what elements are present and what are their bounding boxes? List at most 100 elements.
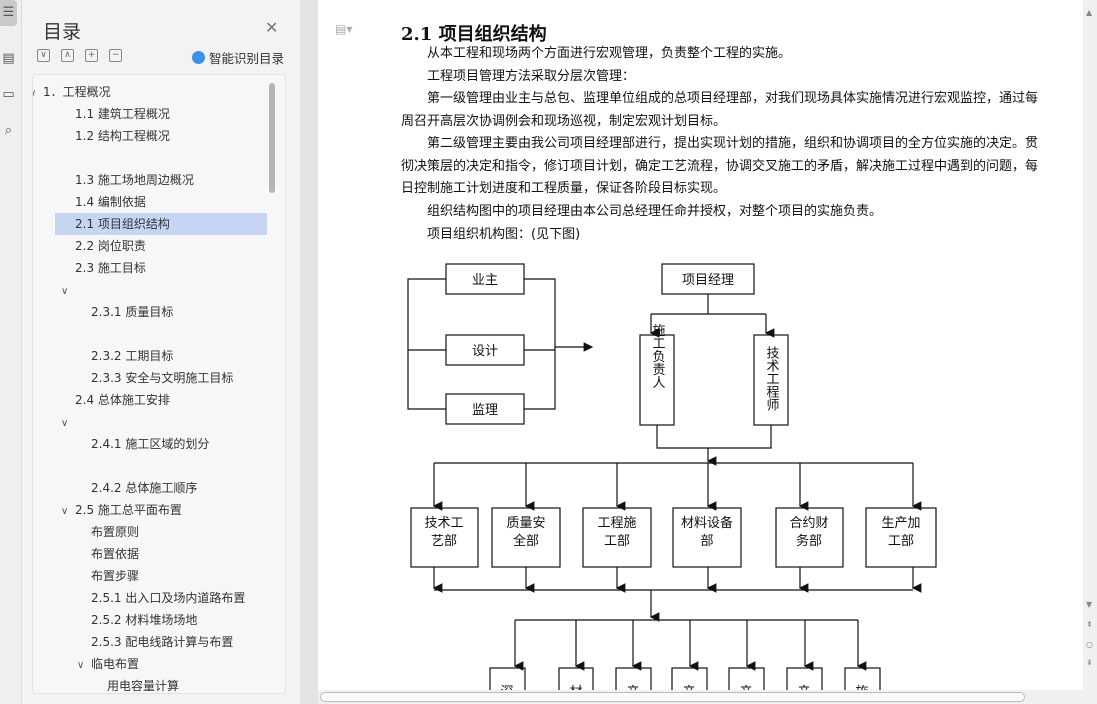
document-page: ▤▾ 2.1 项目组织结构 从本工程和现场两个方面进行宏观管理，负责整个工程的实… — [318, 0, 1083, 690]
org-department: 生产加 — [881, 516, 920, 531]
org-department: 质量安 — [506, 516, 545, 531]
toc-item[interactable]: 2.3 施工目标 — [75, 257, 146, 279]
toc-item[interactable]: ∨ 临电布置 — [77, 653, 139, 675]
left-icon-strip: ☰ ▤ ▭ ⌕ — [0, 0, 22, 704]
scrollbar-thumb[interactable] — [320, 692, 1025, 702]
toc-item-label: 2.2 岗位职责 — [75, 239, 146, 253]
org-sub-unit: 产 — [626, 685, 639, 690]
toc-item-label: 1.1 建筑工程概况 — [75, 107, 170, 121]
toc-item-label: 2.4.1 施工区域的划分 — [91, 437, 210, 451]
doc-outline-icon[interactable]: ▤▾ — [335, 22, 353, 36]
org-sub-unit: 材 — [569, 685, 582, 690]
toc-item[interactable]: 布置步骤 — [91, 565, 139, 587]
toc-item[interactable]: 布置原则 — [91, 521, 139, 543]
chevron-down-icon[interactable]: ∨ — [61, 506, 69, 517]
toc-item-label: 2.3.2 工期目标 — [91, 349, 174, 363]
org-department: 艺部 — [431, 534, 457, 549]
org-sub-unit: 产 — [739, 685, 752, 690]
toc-item[interactable]: 2.3.3 安全与文明施工目标 — [91, 367, 233, 389]
toc-item-label: 1.3 施工场地周边概况 — [75, 173, 194, 187]
toc-list: ∨1．工程概况 1.1 建筑工程概况 1.2 结构工程概况 1.3 施工场地周边概况 1… — [32, 74, 286, 694]
ai-icon — [192, 51, 205, 64]
toc-item[interactable]: 2.4.1 施工区域的划分 — [91, 433, 209, 455]
toc-scrollbar[interactable] — [269, 83, 275, 193]
org-owner: 业主 — [472, 273, 498, 288]
toc-item[interactable]: 用电容量计算 — [107, 675, 180, 693]
toc-item[interactable]: 2.5.2 材料堆场场地 — [91, 609, 197, 631]
list-icon[interactable]: ☰ — [0, 0, 17, 26]
smart-toc-button[interactable]: 智能识别目录 — [192, 48, 284, 67]
toc-item[interactable]: 2.4.2 总体施工顺序 — [91, 477, 197, 499]
org-project-manager: 项目经理 — [682, 273, 734, 288]
section-heading: 2.1 项目组织结构 — [401, 24, 547, 45]
toc-item[interactable]: 2.1 项目组织结构 — [55, 213, 267, 235]
find-icon[interactable]: ⌕ — [4, 123, 13, 138]
toc-item-label: 布置步骤 — [91, 569, 140, 583]
toc-item-label: 2.3.3 安全与文明施工目标 — [91, 371, 234, 385]
chevron-down-icon[interactable]: ∨ — [61, 286, 69, 297]
toc-item[interactable]: 1.4 编制依据 — [75, 191, 146, 213]
toc-item-label: 2.3 施工目标 — [75, 261, 146, 275]
toc-item[interactable]: 2.2 岗位职责 — [75, 235, 146, 257]
paragraph: 组织结构图中的项目经理由本公司总经理任命并授权，对整个项目的实施负责。 — [427, 204, 883, 219]
org-department: 工部 — [604, 534, 630, 549]
toc-item-label: 2.4 总体施工安排 — [75, 393, 170, 407]
toc-item[interactable]: ∨ 2.5 施工总平面布置 — [61, 499, 182, 521]
toc-item[interactable]: ∨ — [61, 279, 75, 301]
toc-item[interactable]: ∨ — [61, 411, 75, 433]
org-department: 合约财 — [789, 516, 828, 531]
toc-item-label: 布置原则 — [91, 525, 140, 539]
toc-item[interactable]: 布置依据 — [91, 543, 139, 565]
toc-item-label: 布置依据 — [91, 547, 140, 561]
org-tech-engineer: 技术工程师 — [764, 346, 780, 411]
remove-level-button[interactable]: − — [109, 49, 122, 62]
toc-item-label: 2.5.3 配电线路计算与布置 — [91, 635, 234, 649]
org-sub-unit: 产 — [682, 685, 695, 690]
horizontal-scrollbar[interactable] — [318, 690, 1083, 704]
org-department: 工程施 — [597, 516, 636, 531]
org-sub-unit: 深 — [500, 685, 513, 690]
toc-item[interactable]: 1.1 建筑工程概况 — [75, 103, 170, 125]
toc-item-label: 2.5 施工总平面布置 — [75, 503, 182, 517]
toc-item[interactable]: 1.2 结构工程概况 — [75, 125, 170, 147]
toc-item-label: 临电布置 — [91, 657, 140, 671]
toc-item-label: 2.5.2 材料堆场场地 — [91, 613, 198, 627]
paragraph: 从本工程和现场两个方面进行宏观管理，负责整个工程的实施。 — [427, 46, 792, 61]
chevron-down-icon[interactable]: ∨ — [77, 660, 85, 671]
chevron-down-icon[interactable]: ∨ — [33, 83, 43, 105]
paragraph: 工程项目管理方法采取分层次管理： — [427, 69, 636, 84]
comment-icon[interactable]: ▭ — [2, 87, 15, 102]
paragraph: 项目组织机构图：(见下图) — [427, 227, 581, 242]
toc-item[interactable]: 2.5.1 出入口及场内道路布置 — [91, 587, 245, 609]
collapse-all-button[interactable]: ∧ — [61, 49, 74, 62]
toc-item-label: 用电容量计算 — [107, 679, 180, 693]
org-department: 全部 — [513, 533, 539, 549]
close-icon[interactable]: ✕ — [265, 18, 279, 37]
toc-item[interactable]: 1.3 施工场地周边概况 — [75, 169, 194, 191]
document-icon[interactable]: ▤ — [2, 51, 15, 66]
toc-item-label: 2.3.1 质量目标 — [91, 305, 174, 319]
org-design: 设计 — [472, 344, 498, 359]
smart-toc-label: 智能识别目录 — [209, 51, 285, 66]
chevron-down-icon[interactable]: ∨ — [61, 418, 69, 429]
toc-title: 目录 — [43, 21, 82, 43]
org-supervision: 监理 — [472, 403, 498, 418]
org-department: 技术工 — [424, 516, 463, 531]
org-department: 材料设备 — [681, 515, 733, 531]
expand-all-button[interactable]: ∨ — [37, 49, 50, 62]
toc-item[interactable]: 2.4 总体施工安排 — [75, 389, 170, 411]
toc-item-label: 2.4.2 总体施工顺序 — [91, 481, 198, 495]
org-construction-lead: 施工负责人 — [650, 324, 666, 389]
toc-item-label: 1.2 结构工程概况 — [75, 129, 170, 143]
toc-item[interactable]: 2.3.1 质量目标 — [91, 301, 173, 323]
org-department: 部 — [700, 534, 713, 549]
org-department: 务部 — [796, 533, 822, 549]
add-level-button[interactable]: + — [85, 49, 98, 62]
vertical-scrollbar[interactable]: ▲▼⇞○⇟ — [1083, 0, 1097, 704]
toc-item-label: 2.1 项目组织结构 — [75, 217, 170, 231]
toc-item[interactable]: ∨1．工程概况 — [33, 81, 111, 105]
toc-item[interactable]: 2.5.3 配电线路计算与布置 — [91, 631, 233, 653]
toc-item[interactable]: 2.3.2 工期目标 — [91, 345, 173, 367]
org-department: 工部 — [888, 534, 914, 549]
